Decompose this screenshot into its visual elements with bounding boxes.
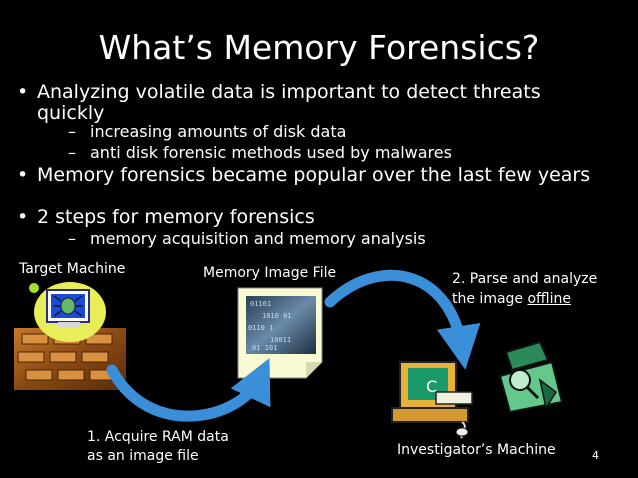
label-step1-line2: as an image file <box>87 448 199 464</box>
label-step2-offline: offline <box>527 291 571 307</box>
investigator-computer-icon: C <box>391 361 473 439</box>
svg-text:01 101: 01 101 <box>252 344 277 352</box>
svg-text:0110 1: 0110 1 <box>248 324 273 332</box>
memory-image-file-icon: 01101 1010 01 0110 1 10011 01 101 <box>237 287 323 379</box>
acquire-arrow <box>106 358 271 422</box>
analyze-arrow <box>324 269 481 370</box>
bullet-3-text: 2 steps for memory forensics <box>37 206 315 228</box>
bullet-2-text: Memory forensics became popular over the… <box>37 164 591 186</box>
svg-text:01101: 01101 <box>250 300 271 308</box>
bullet-dot: • <box>17 81 29 103</box>
bullet-dot: • <box>17 164 29 186</box>
infected-computer-icon <box>29 282 106 342</box>
bullet-3: • 2 steps for memory forensics <box>17 206 597 228</box>
bullet-1-text: Analyzing volatile data is important to … <box>37 81 541 124</box>
label-investigator-machine: Investigator’s Machine <box>397 442 556 458</box>
sub-bullet-dash: – <box>68 143 76 162</box>
label-target-machine: Target Machine <box>19 261 126 277</box>
sub-bullet-1-2-text: anti disk forensic methods used by malwa… <box>90 143 452 162</box>
sub-bullet-1-1-text: increasing amounts of disk data <box>90 122 347 141</box>
sub-bullet-3-1-text: memory acquisition and memory analysis <box>90 229 426 248</box>
svg-text:1010 01: 1010 01 <box>262 312 292 320</box>
bullet-2: • Memory forensics became popular over t… <box>17 164 597 186</box>
label-memory-image-file: Memory Image File <box>203 265 337 281</box>
svg-text:C: C <box>426 377 437 396</box>
bullet-dot: • <box>17 206 29 228</box>
sub-bullet-dash: – <box>68 122 76 141</box>
sub-bullet-dash: – <box>68 229 76 248</box>
label-step1-line1: 1. Acquire RAM data <box>87 429 229 445</box>
label-step2-line2-prefix: the image <box>452 291 528 307</box>
bullet-1: • Analyzing volatile data is important t… <box>17 81 597 124</box>
label-step2-line1: 2. Parse and analyze <box>452 271 598 287</box>
label-step2-line2: the image offline <box>452 290 571 309</box>
slide-title: What’s Memory Forensics? <box>98 28 540 67</box>
page-number: 4 <box>592 449 599 462</box>
detective-icon <box>498 340 564 414</box>
svg-text:10011: 10011 <box>270 336 291 344</box>
